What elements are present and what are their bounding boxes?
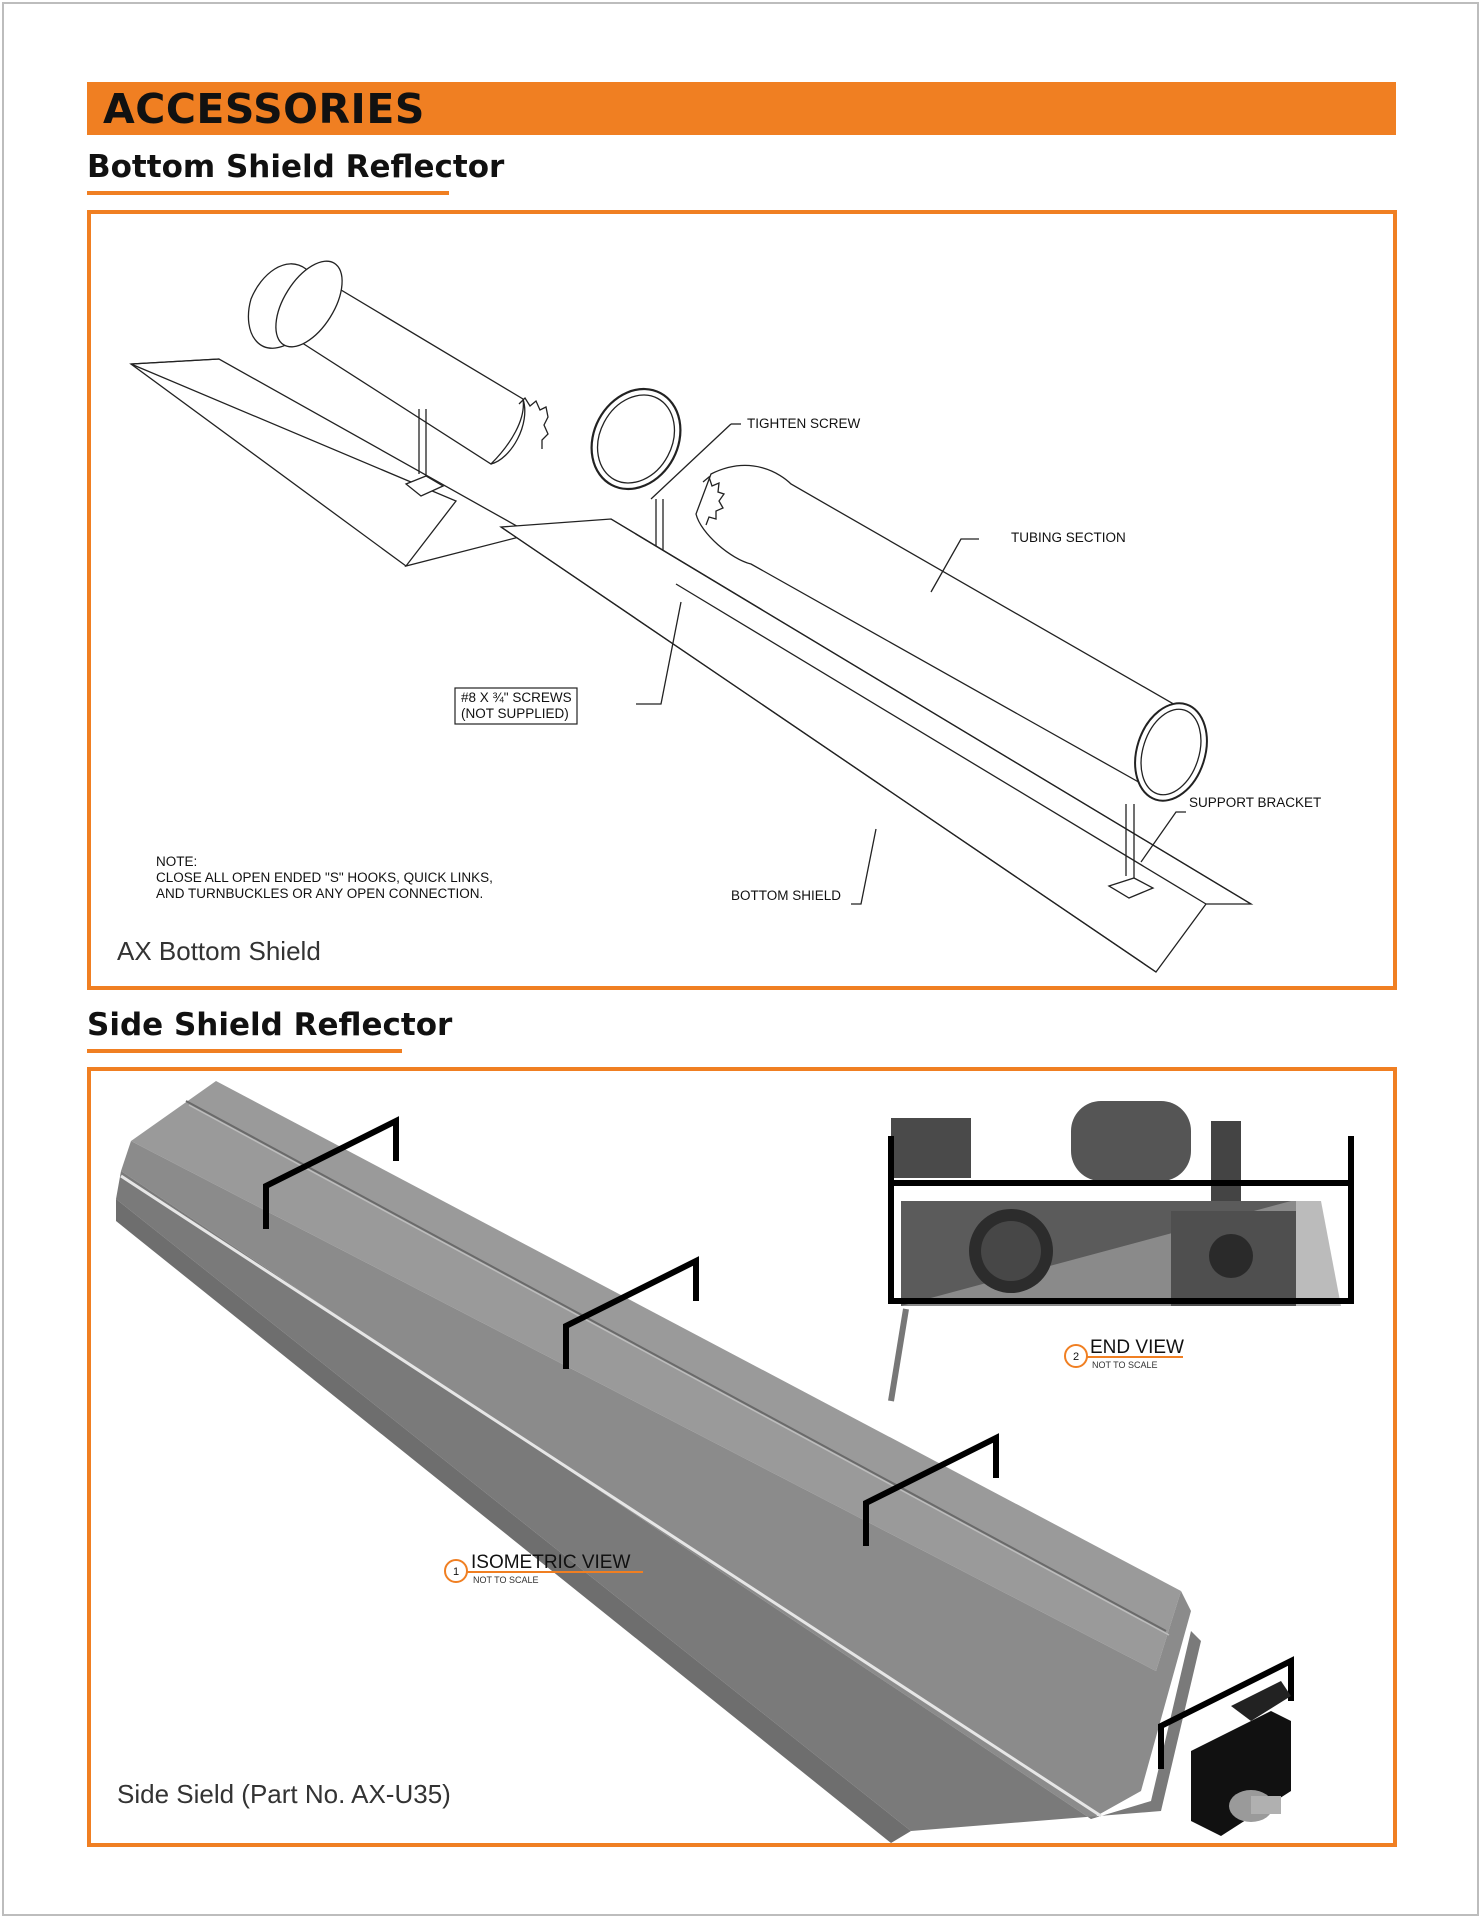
side-shield-isometric xyxy=(116,1081,1201,1843)
callout-support-bracket: SUPPORT BRACKET xyxy=(1189,795,1321,810)
end-view-subtitle: NOT TO SCALE xyxy=(1092,1360,1158,1370)
note-line-2: AND TURNBUCKLES OR ANY OPEN CONNECTION. xyxy=(156,886,483,901)
bottom-shield-heading: Bottom Shield Reflector xyxy=(87,149,505,185)
hanger-frames xyxy=(263,1116,1294,1769)
end-view-title: END VIEW xyxy=(1090,1337,1184,1358)
side-shield-heading-underline xyxy=(87,1049,402,1053)
isometric-view-subtitle: NOT TO SCALE xyxy=(473,1575,539,1585)
side-shield-heading: Side Shield Reflector xyxy=(87,1007,453,1043)
end-view-number: 2 xyxy=(1073,1351,1079,1363)
bottom-shield-drawing: TIGHTEN SCREW TUBING SECTION #8 X ¾" SCR… xyxy=(129,260,1321,973)
isometric-view-label: 1 ISOMETRIC VIEW NOT TO SCALE xyxy=(444,1552,643,1585)
side-shield-caption: Side Sield (Part No. AX-U35) xyxy=(117,1779,451,1809)
callout-tighten-screw: TIGHTEN SCREW xyxy=(747,416,861,431)
isometric-view-number: 1 xyxy=(453,1566,459,1578)
callout-bottom-shield: BOTTOM SHIELD xyxy=(731,888,841,903)
side-shield-panel: 2 END VIEW NOT TO SCALE 1 ISOMETRIC VIEW… xyxy=(87,1067,1397,1847)
callout-tubing-section: TUBING SECTION xyxy=(1011,530,1126,545)
callout-screws-line2: (NOT SUPPLIED) xyxy=(461,706,569,721)
end-view-label: 2 END VIEW NOT TO SCALE xyxy=(1064,1337,1184,1370)
isometric-view-title: ISOMETRIC VIEW xyxy=(471,1552,630,1573)
section-title: ACCESSORIES xyxy=(103,85,425,133)
side-shield-drawing: 2 END VIEW NOT TO SCALE 1 ISOMETRIC VIEW… xyxy=(116,1081,1354,1843)
bottom-shield-caption: AX Bottom Shield xyxy=(117,936,321,966)
clamp-ring xyxy=(590,387,682,491)
bottom-shield-panel: TIGHTEN SCREW TUBING SECTION #8 X ¾" SCR… xyxy=(87,210,1397,990)
end-view-drawing xyxy=(888,1101,1354,1402)
end-fitting xyxy=(1191,1681,1291,1836)
section-banner: ACCESSORIES xyxy=(87,82,1396,135)
callout-screws-line1: #8 X ¾" SCREWS xyxy=(461,690,572,705)
note-line-1: CLOSE ALL OPEN ENDED "S" HOOKS, QUICK LI… xyxy=(156,870,493,885)
note-title: NOTE: xyxy=(156,854,197,869)
bottom-shield-heading-underline xyxy=(87,191,449,195)
